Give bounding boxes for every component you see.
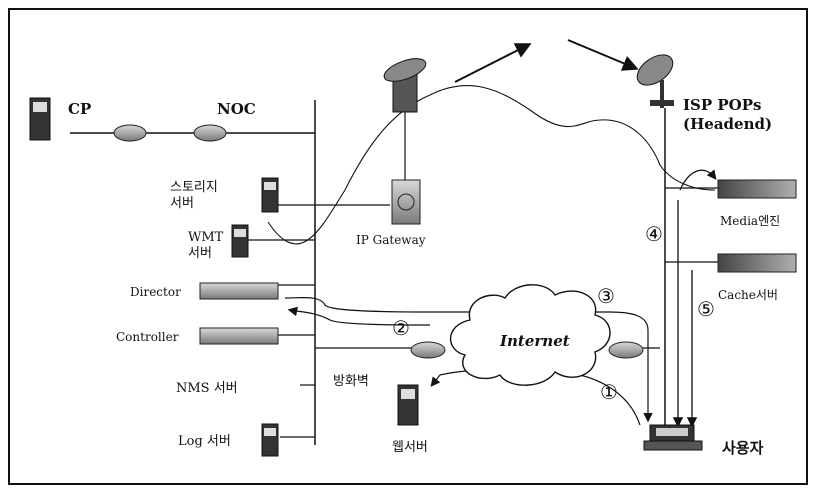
firewall-label: 방화벽 [333,370,369,389]
router-isp [609,342,643,358]
log-server-device [262,424,278,456]
step-5-marker: ⑤ [697,297,715,321]
internet-label: Internet [500,332,570,350]
user-pc [644,425,702,450]
wmt-server-label-line1: WMT [188,230,223,246]
storage-server-label: 스토리지 서버 [170,180,218,212]
log-server-label: Log 서버 [178,430,231,449]
isp-pops-label: ISP POPs (Headend) [683,96,772,134]
router-noc [194,125,226,141]
step-2-marker: ② [392,316,410,340]
isp-pops-label-line1: ISP POPs [683,96,772,115]
isp-pops-label-line2: (Headend) [683,115,772,134]
isp-satellite-dish [632,49,679,108]
web-server-label: 웹서버 [392,436,428,455]
step-1-marker: ① [600,380,618,404]
storage-server-device [262,178,278,212]
router-cp-1 [114,125,146,141]
cp-server [30,98,50,140]
uplink-arrow [455,45,528,82]
storage-server-label-line2: 서버 [170,196,218,212]
cache-server-device [718,254,796,272]
wmt-server-label-line2: 서버 [188,246,223,262]
web-server-device [398,385,418,425]
router-firewall [411,342,445,358]
step-4-marker: ④ [645,222,663,246]
storage-server-label-line1: 스토리지 [170,180,218,196]
uplink-satellite-dish [381,54,429,112]
cp-label: CP [68,100,91,118]
noc-label: NOC [217,100,256,118]
director-label: Director [130,285,181,299]
media-engine-label: Media엔진 [720,212,780,229]
media-curve-arrow [680,170,715,190]
ip-gateway-device [392,180,420,224]
media-engine-device [718,180,796,198]
ip-gateway-label: IP Gateway [356,233,426,247]
controller-label: Controller [116,330,178,344]
controller-device [200,328,278,344]
satellite-path [268,86,715,244]
step-3-marker: ③ [597,284,615,308]
wmt-server-device [232,225,248,257]
nms-server-label: NMS 서버 [176,377,238,396]
director-device [200,283,278,299]
cache-server-label: Cache서버 [718,286,778,303]
user-label: 사용자 [722,437,763,458]
downlink-arrow [568,40,635,68]
wmt-server-label: WMT 서버 [188,230,223,262]
